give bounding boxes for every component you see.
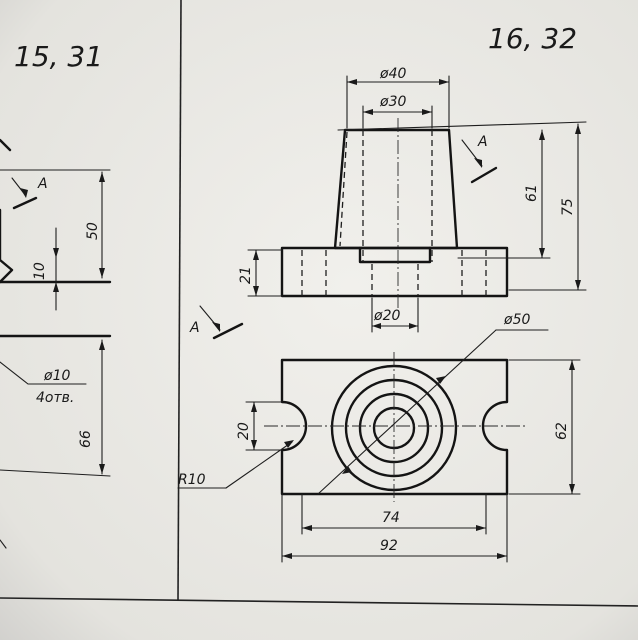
dim-r10: R10	[178, 472, 206, 488]
dim-diam-40: ø40	[379, 66, 406, 82]
left-hole-count: 4отв.	[36, 390, 74, 406]
frame-bottom-line	[0, 597, 638, 607]
dim-diam-20: ø20	[373, 308, 400, 324]
front-view: ø40 ø30 61 75 21 ø20	[189, 66, 587, 340]
left-dim-66: 66	[78, 430, 94, 448]
dim-diam-50: ø50	[503, 312, 530, 328]
dim-21: 21	[238, 266, 254, 284]
view-arrow-left-label: A	[37, 176, 48, 192]
frame-divider	[177, 0, 182, 601]
left-dim-10: 10	[32, 262, 48, 280]
left-hole-diameter: ø10	[43, 368, 70, 384]
variant-label-right: 16, 32	[488, 22, 577, 55]
variant-label-left: 15, 31	[14, 40, 103, 73]
dim-75: 75	[560, 198, 576, 216]
left-drawing: A 50 10 ø10 4отв. 66	[0, 138, 112, 549]
dim-61: 61	[524, 184, 540, 202]
dim-74: 74	[382, 510, 400, 526]
dim-92: 92	[380, 538, 398, 554]
dim-diam-30: ø30	[379, 94, 406, 110]
top-view: ø50 R10 20 62 74 92	[177, 312, 581, 563]
dim-62: 62	[554, 422, 570, 440]
view-arrow-side-label: A	[189, 320, 200, 336]
view-arrow-front-label: A	[477, 134, 488, 150]
left-dim-50: 50	[85, 222, 101, 240]
dim-20: 20	[236, 422, 252, 440]
